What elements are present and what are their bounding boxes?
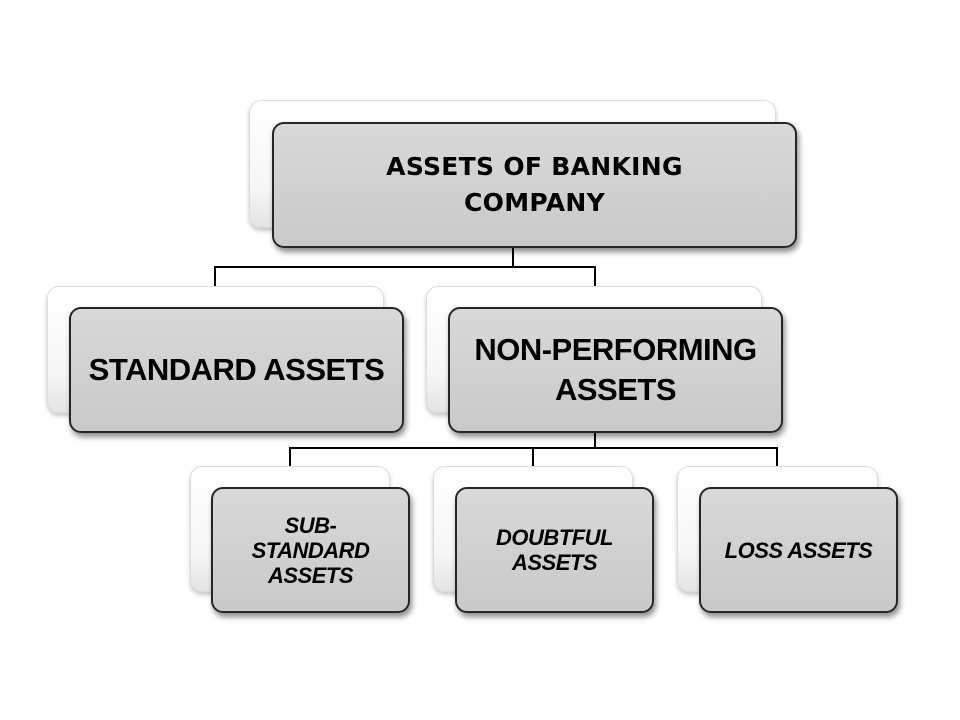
npa-label: NON-PERFORMING ASSETS [474, 330, 757, 410]
root-node: ASSETS OF BANKING COMPANY [272, 122, 797, 248]
substandard-label: SUB- STANDARD ASSETS [252, 513, 370, 588]
doubtful-assets-node: DOUBTFUL ASSETS [455, 487, 654, 613]
doubtful-label: DOUBTFUL ASSETS [496, 525, 613, 575]
npa-line-2: ASSETS [554, 372, 677, 407]
root-node-label: ASSETS OF BANKING COMPANY [386, 149, 683, 221]
doubtful-line-1: DOUBTFUL [496, 525, 613, 550]
substandard-line-2: STANDARD [251, 537, 370, 563]
standard-assets-label: STANDARD ASSETS [89, 350, 385, 390]
substandard-line-3: ASSETS [267, 562, 354, 588]
substandard-line-1: SUB- [284, 512, 337, 538]
doubtful-line-2: ASSETS [511, 550, 598, 575]
npa-node: NON-PERFORMING ASSETS [448, 307, 783, 433]
root-label-line-1: ASSETS OF BANKING [386, 152, 683, 181]
loss-assets-node: LOSS ASSETS [699, 487, 898, 613]
root-label-line-2: COMPANY [464, 188, 605, 217]
standard-assets-node: STANDARD ASSETS [69, 307, 404, 433]
loss-label: LOSS ASSETS [725, 538, 873, 563]
substandard-assets-node: SUB- STANDARD ASSETS [211, 487, 410, 613]
npa-line-1: NON-PERFORMING [474, 332, 757, 367]
loss-line-1: LOSS ASSETS [724, 537, 873, 563]
standard-assets-line-1: STANDARD ASSETS [88, 352, 385, 387]
